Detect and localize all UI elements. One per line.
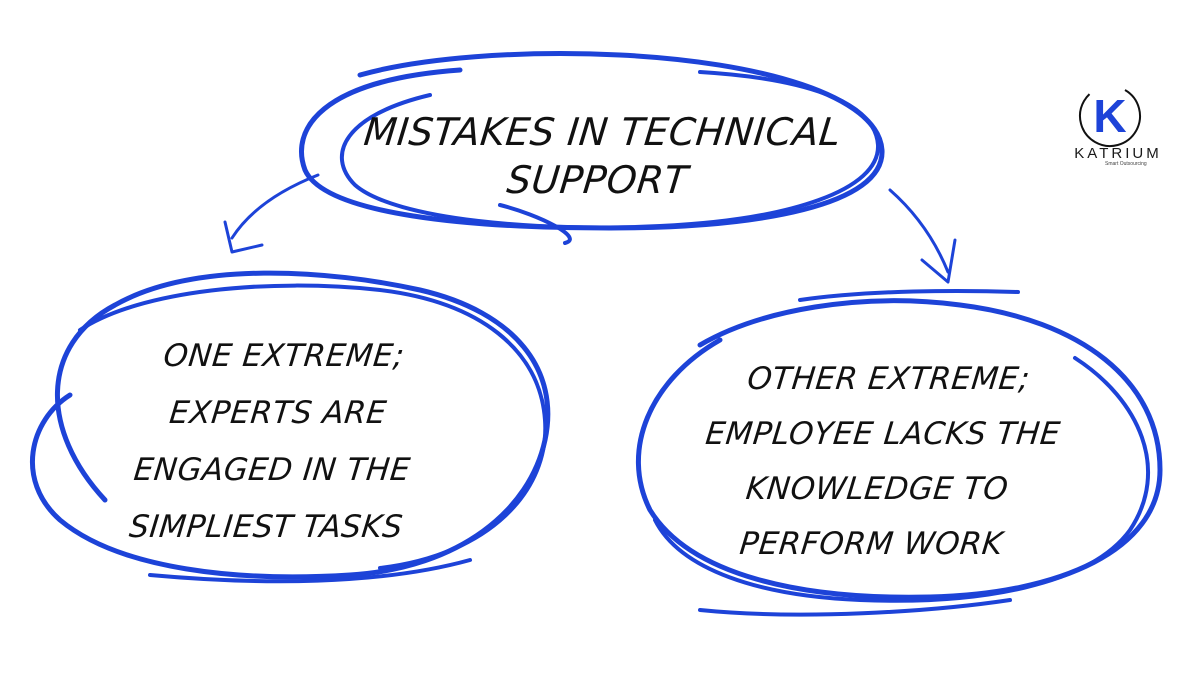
left-node-line: EXPERTS ARE [167,395,389,431]
diagram-title: MISTAKES IN TECHNICAL SUPPORT [325,108,875,204]
arrow-to-right-node [888,188,957,284]
right-node-line: EMPLOYEE LACKS THE [703,416,1063,452]
right-node-line: OTHER EXTREME; [745,361,1032,397]
left-node-text: ONE EXTREME; EXPERTS ARE ENGAGED IN THE … [88,328,462,556]
right-node-text: OTHER EXTREME; EMPLOYEE LACKS THE KNOWLE… [678,352,1081,572]
title-ellipse [299,51,885,245]
left-node-ellipse [29,270,551,584]
title-line: MISTAKES IN TECHNICAL [361,110,844,154]
title-line: SUPPORT [504,158,691,202]
left-node-line: ENGAGED IN THE [131,452,413,488]
right-node-line: PERFORM WORK [737,526,1005,562]
arrow-to-left-node [223,173,320,254]
right-node-ellipse [635,288,1163,617]
left-node-line: ONE EXTREME; [161,338,407,374]
logo-tagline: Smart Outsourcing [1105,161,1147,167]
right-node-line: KNOWLEDGE TO [744,471,1011,507]
katrium-logo: K [1079,85,1141,147]
left-node-line: SIMPLIEST TASKS [127,509,405,545]
logo-name: KATRIUM [1074,145,1162,162]
logo-letter-icon: K [1093,90,1126,142]
